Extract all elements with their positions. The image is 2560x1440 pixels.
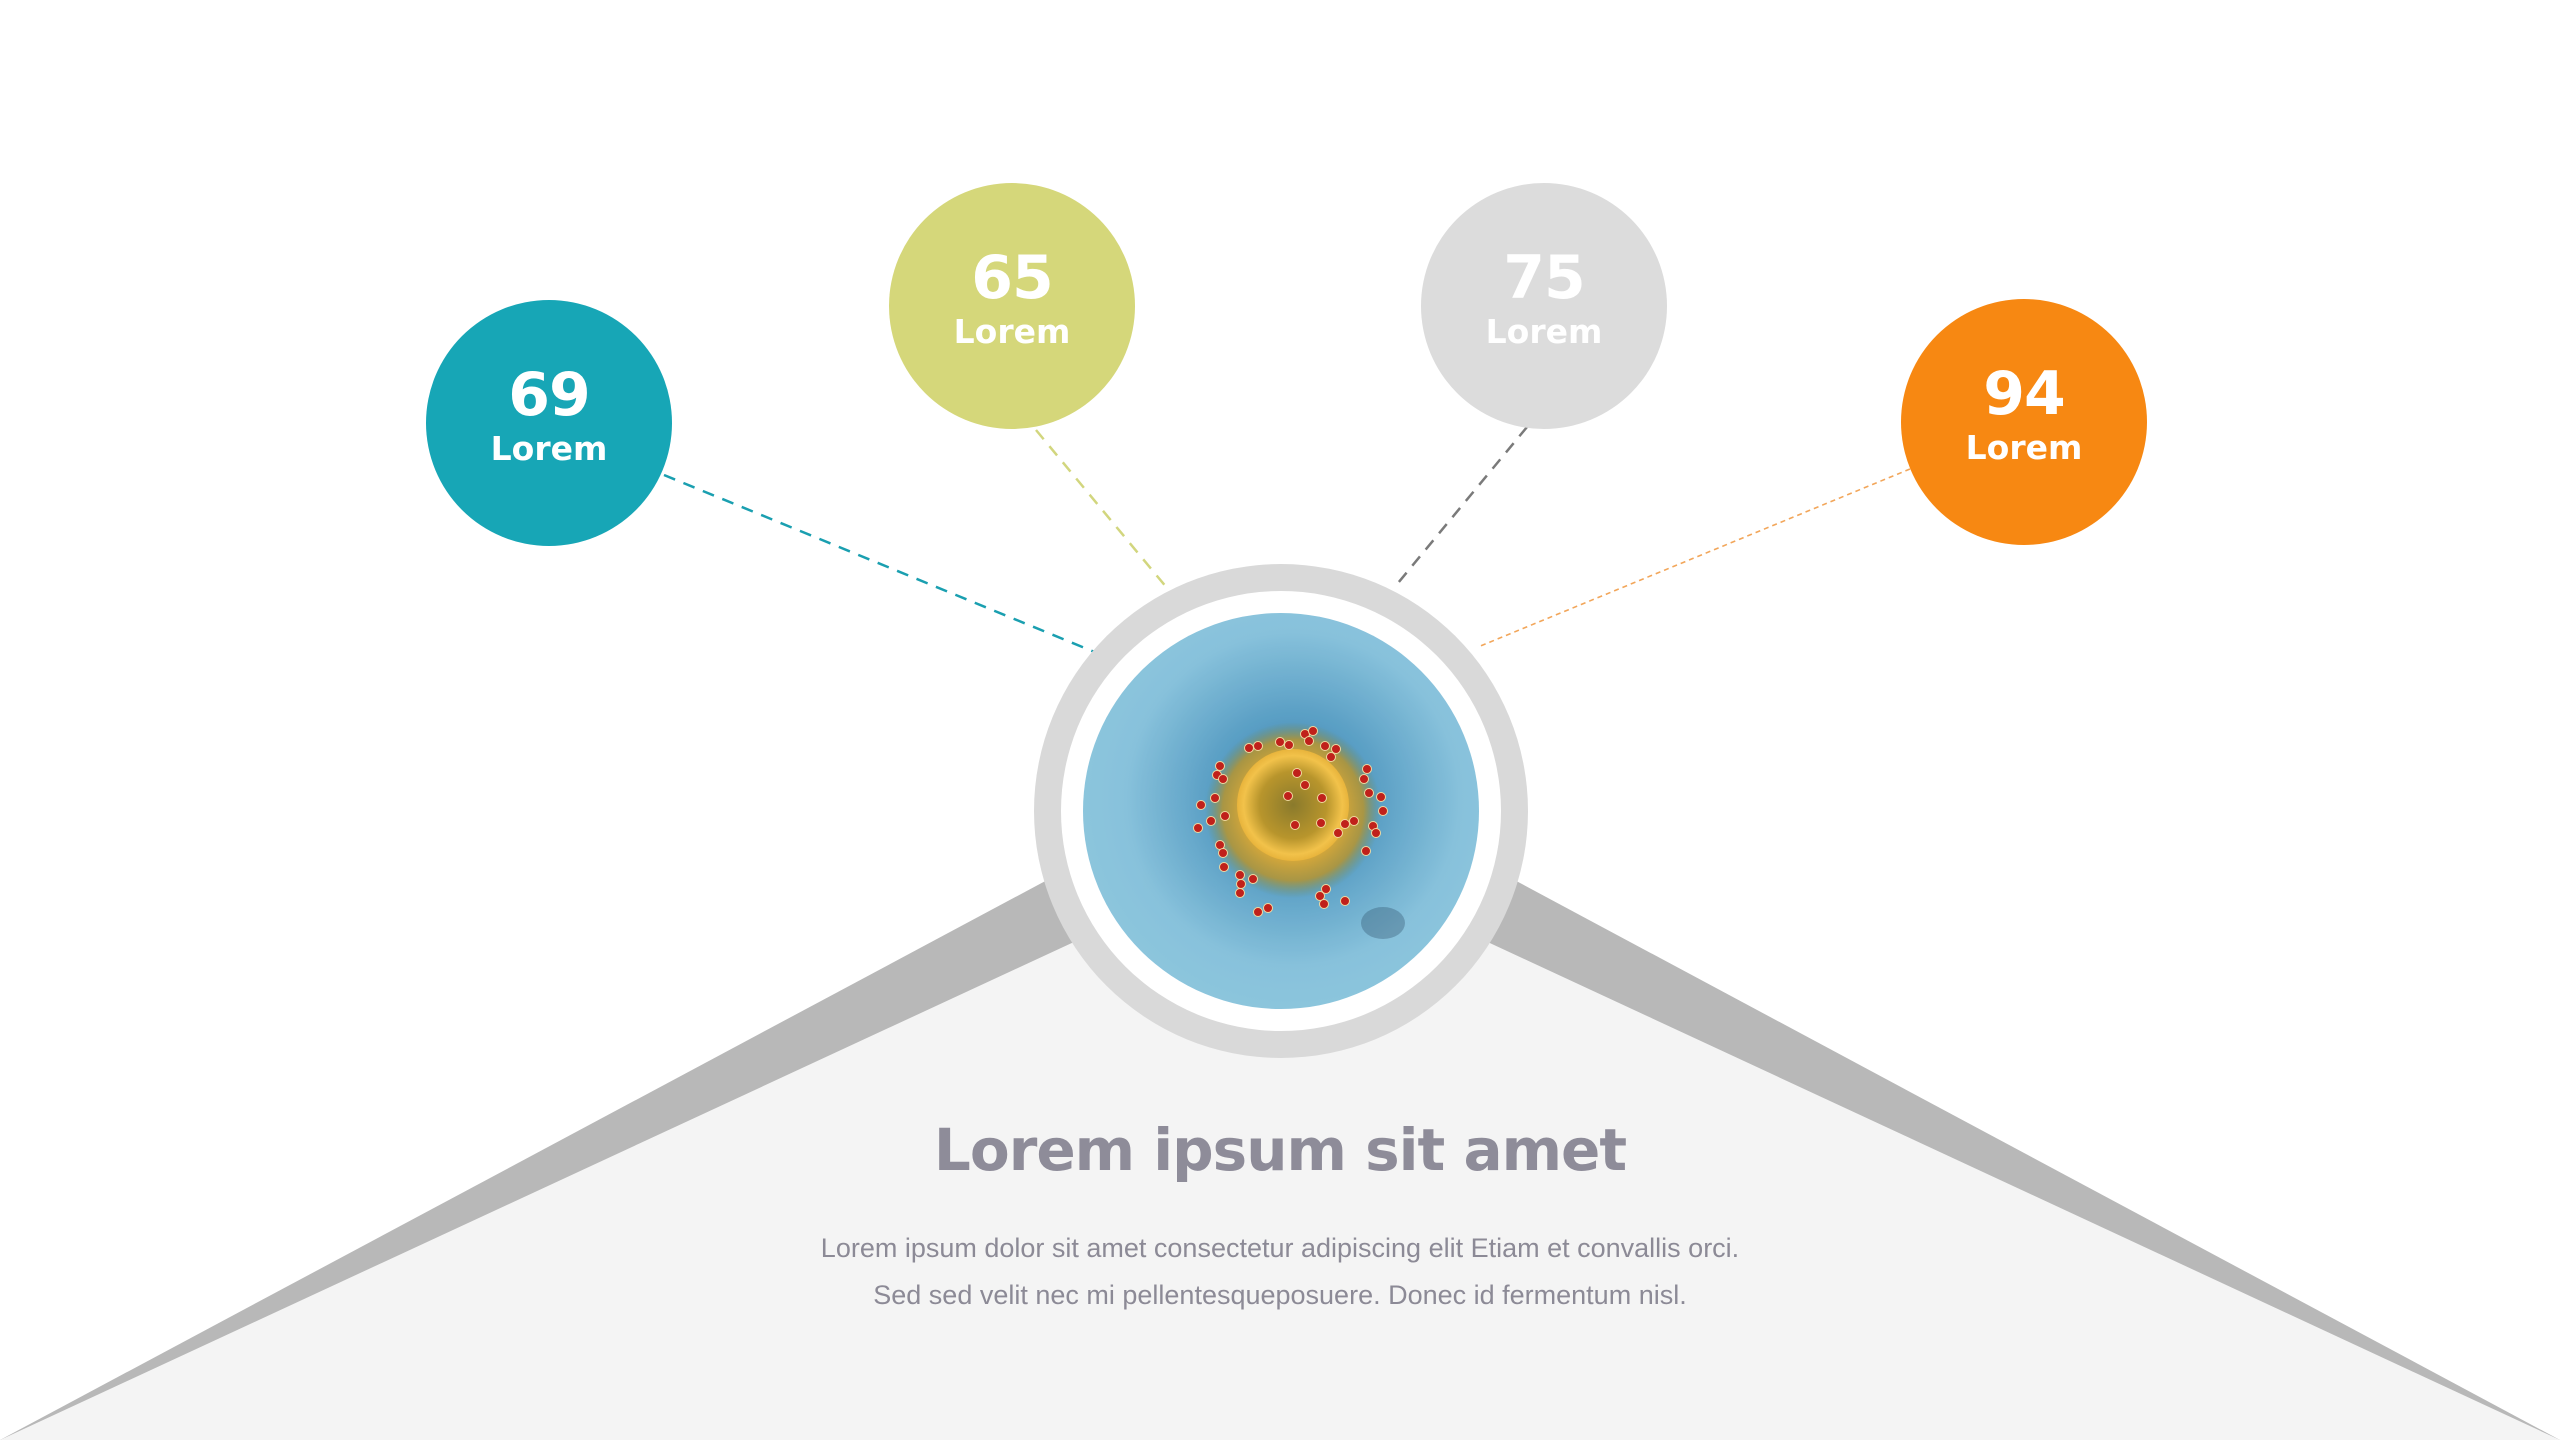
connector-line-2 (1035, 429, 1168, 589)
connector-line-3 (1397, 426, 1528, 584)
body-line-1: Lorem ipsum dolor sit amet consectetur a… (820, 1233, 1740, 1263)
stat-label: Lorem (953, 312, 1071, 351)
stat-circle-4: 94 Lorem (1901, 299, 2147, 545)
stat-value: 69 (508, 360, 590, 430)
stat-label: Lorem (1485, 312, 1603, 351)
center-ring-gap (1061, 591, 1501, 1031)
slide-body: Lorem ipsum dolor sit amet consectetur a… (0, 1225, 2560, 1319)
body-line-2: Sed sed velit nec mi pellentesqueposuere… (873, 1280, 1687, 1310)
center-ring (1034, 564, 1528, 1058)
stat-value: 75 (1503, 243, 1585, 313)
stat-circle-3: 75 Lorem (1421, 183, 1667, 429)
stat-label: Lorem (490, 429, 608, 468)
stat-value: 94 (1983, 359, 2065, 429)
stat-label: Lorem (1965, 428, 2083, 467)
slide-title: Lorem ipsum sit amet (933, 1116, 1627, 1184)
virus-microscope-icon (1083, 613, 1479, 1009)
virus-image (1083, 613, 1479, 1009)
connector-line-1 (663, 473, 1098, 655)
base-light-triangle (0, 846, 2560, 1440)
stat-circle-2: 65 Lorem (889, 183, 1135, 429)
connector-line-4 (1477, 468, 1911, 648)
stat-circle-1: 69 Lorem (426, 300, 672, 546)
stat-value: 65 (971, 243, 1053, 313)
